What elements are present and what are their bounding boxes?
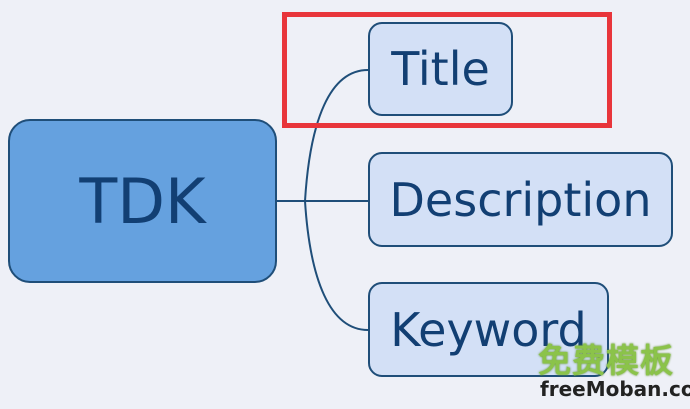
title-label: Title — [391, 42, 490, 96]
connector-keyword — [304, 200, 369, 331]
keyword-node: Keyword — [368, 282, 609, 377]
title-node: Title — [368, 22, 513, 116]
connector-title — [304, 69, 369, 202]
highlight-rectangle — [282, 12, 612, 128]
watermark-chinese: 免费模板 — [538, 341, 674, 380]
description-label: Description — [389, 172, 652, 227]
watermark-site: freeMoban.com — [540, 377, 690, 401]
description-node: Description — [368, 152, 673, 247]
root-node: TDK — [8, 119, 277, 283]
keyword-label: Keyword — [390, 302, 587, 357]
root-label: TDK — [79, 164, 206, 238]
